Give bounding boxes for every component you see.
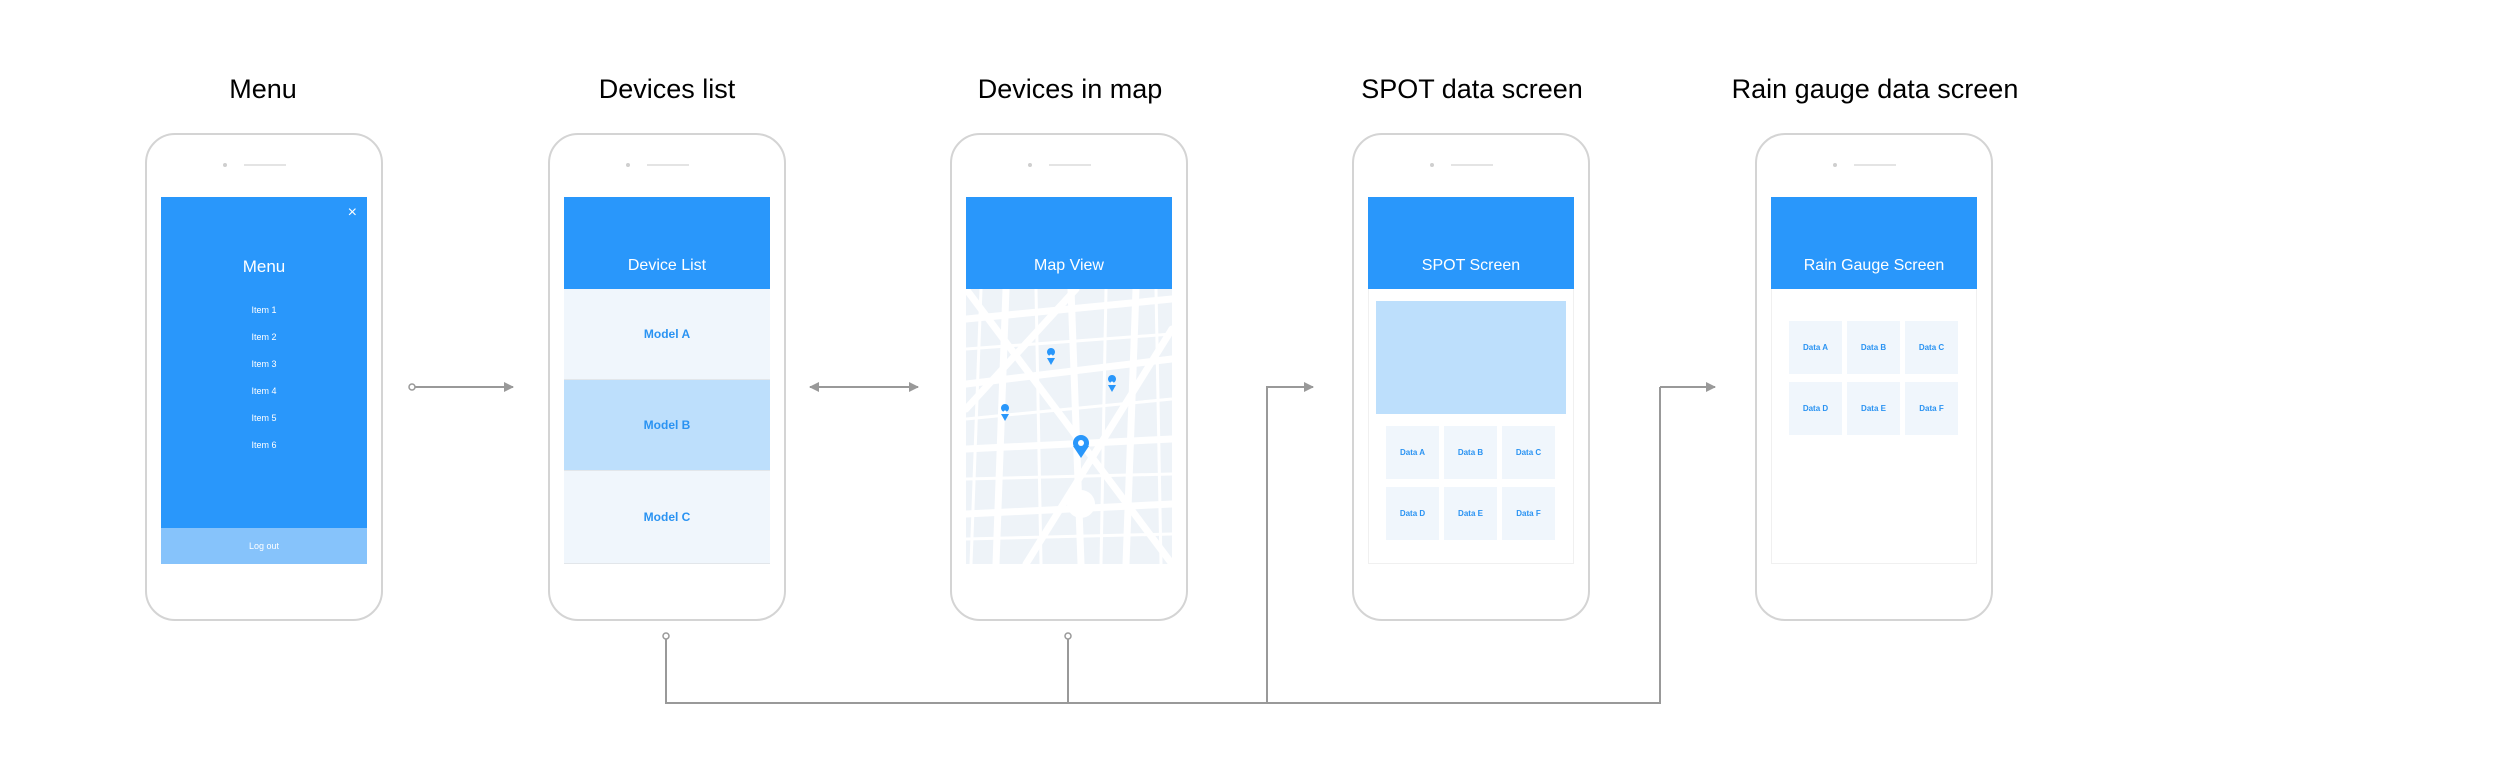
map-pin-icon [1108, 375, 1117, 392]
camera-dot [626, 163, 630, 167]
arrow-origin [408, 383, 416, 391]
data-cell-c[interactable]: Data C [1905, 321, 1958, 374]
screen-header: Rain Gauge Screen [1771, 197, 1977, 289]
menu-items: Item 1 Item 2 Item 3 Item 4 Item 5 Item … [161, 303, 367, 465]
map-bottom-origin [1064, 632, 1072, 640]
header-title: SPOT Screen [1421, 257, 1521, 274]
data-cell-a[interactable]: Data A [1386, 426, 1439, 479]
camera-dot [1833, 163, 1837, 167]
data-cell-f[interactable]: Data F [1905, 382, 1958, 435]
devices-list-title: Devices list [598, 74, 736, 104]
data-cell-d[interactable]: Data D [1386, 487, 1439, 540]
data-cell-e[interactable]: Data E [1847, 382, 1900, 435]
map-area[interactable] [966, 289, 1172, 564]
phone-rain-gauge: Rain Gauge Screen Data A Data B Data C D… [1755, 133, 1993, 621]
camera-dot [1430, 163, 1434, 167]
menu-item-5[interactable]: Item 5 [251, 413, 277, 423]
speaker-slot [244, 164, 286, 166]
screen-header: Map View [966, 197, 1172, 289]
data-cell-f[interactable]: Data F [1502, 487, 1555, 540]
speaker-slot [1049, 164, 1091, 166]
menu-item-1[interactable]: Item 1 [251, 305, 277, 315]
menu-item-6[interactable]: Item 6 [251, 440, 277, 450]
map-screen: Map View [966, 197, 1172, 564]
device-list-screen: Device List Model A Model B Model C [564, 197, 770, 564]
device-row-a[interactable]: Model A [564, 289, 770, 380]
speaker-slot [1451, 164, 1493, 166]
device-row-b[interactable]: Model B [564, 380, 770, 471]
camera-dot [1028, 163, 1032, 167]
screen-header: Device List [564, 197, 770, 289]
chart-placeholder [1376, 301, 1566, 414]
phone-device-list: Device List Model A Model B Model C [548, 133, 786, 621]
data-cell-a[interactable]: Data A [1789, 321, 1842, 374]
camera-dot [223, 163, 227, 167]
header-title: Map View [1034, 257, 1104, 274]
menu-item-3[interactable]: Item 3 [251, 359, 277, 369]
phone-map: Map View [950, 133, 1188, 621]
arrow-to-spot [1266, 382, 1314, 703]
header-title: Device List [627, 257, 707, 274]
speaker-slot [1854, 164, 1896, 166]
menu-item-4[interactable]: Item 4 [251, 386, 277, 396]
map-pin-icon-large [1073, 435, 1089, 458]
rain-title: Rain gauge data screen [1731, 74, 2019, 104]
menu-screen: × Menu Item 1 Item 2 Item 3 Item 4 Item … [161, 197, 367, 564]
map-pin-icon [1047, 348, 1056, 365]
menu-item-2[interactable]: Item 2 [251, 332, 277, 342]
data-cell-d[interactable]: Data D [1789, 382, 1842, 435]
spot-title: SPOT data screen [1361, 74, 1583, 104]
rain-gauge-screen: Rain Gauge Screen Data A Data B Data C D… [1771, 197, 1977, 564]
screen-header: SPOT Screen [1368, 197, 1574, 289]
speaker-slot [647, 164, 689, 166]
logout-button[interactable]: Log out [161, 528, 367, 564]
device-row-c[interactable]: Model C [564, 471, 770, 564]
list-bottom-origin [662, 632, 670, 640]
menu-panel [161, 197, 367, 528]
bottom-bus [665, 387, 1661, 704]
data-cell-b[interactable]: Data B [1847, 321, 1900, 374]
menu-heading: Menu [242, 257, 286, 276]
map-pin-icon [1001, 404, 1010, 421]
data-cell-b[interactable]: Data B [1444, 426, 1497, 479]
close-icon[interactable]: × [347, 204, 357, 221]
phone-menu: × Menu Item 1 Item 2 Item 3 Item 4 Item … [145, 133, 383, 621]
phone-spot: SPOT Screen Data A Data B Data C Data D … [1352, 133, 1590, 621]
header-title: Rain Gauge Screen [1803, 257, 1945, 274]
spot-screen: SPOT Screen Data A Data B Data C Data D … [1368, 197, 1574, 564]
devices-map-title: Devices in map [977, 74, 1163, 104]
menu-title: Menu [229, 74, 297, 104]
map-pins [1001, 348, 1117, 458]
data-cell-c[interactable]: Data C [1502, 426, 1555, 479]
map-streets [966, 289, 1172, 564]
data-cell-e[interactable]: Data E [1444, 487, 1497, 540]
